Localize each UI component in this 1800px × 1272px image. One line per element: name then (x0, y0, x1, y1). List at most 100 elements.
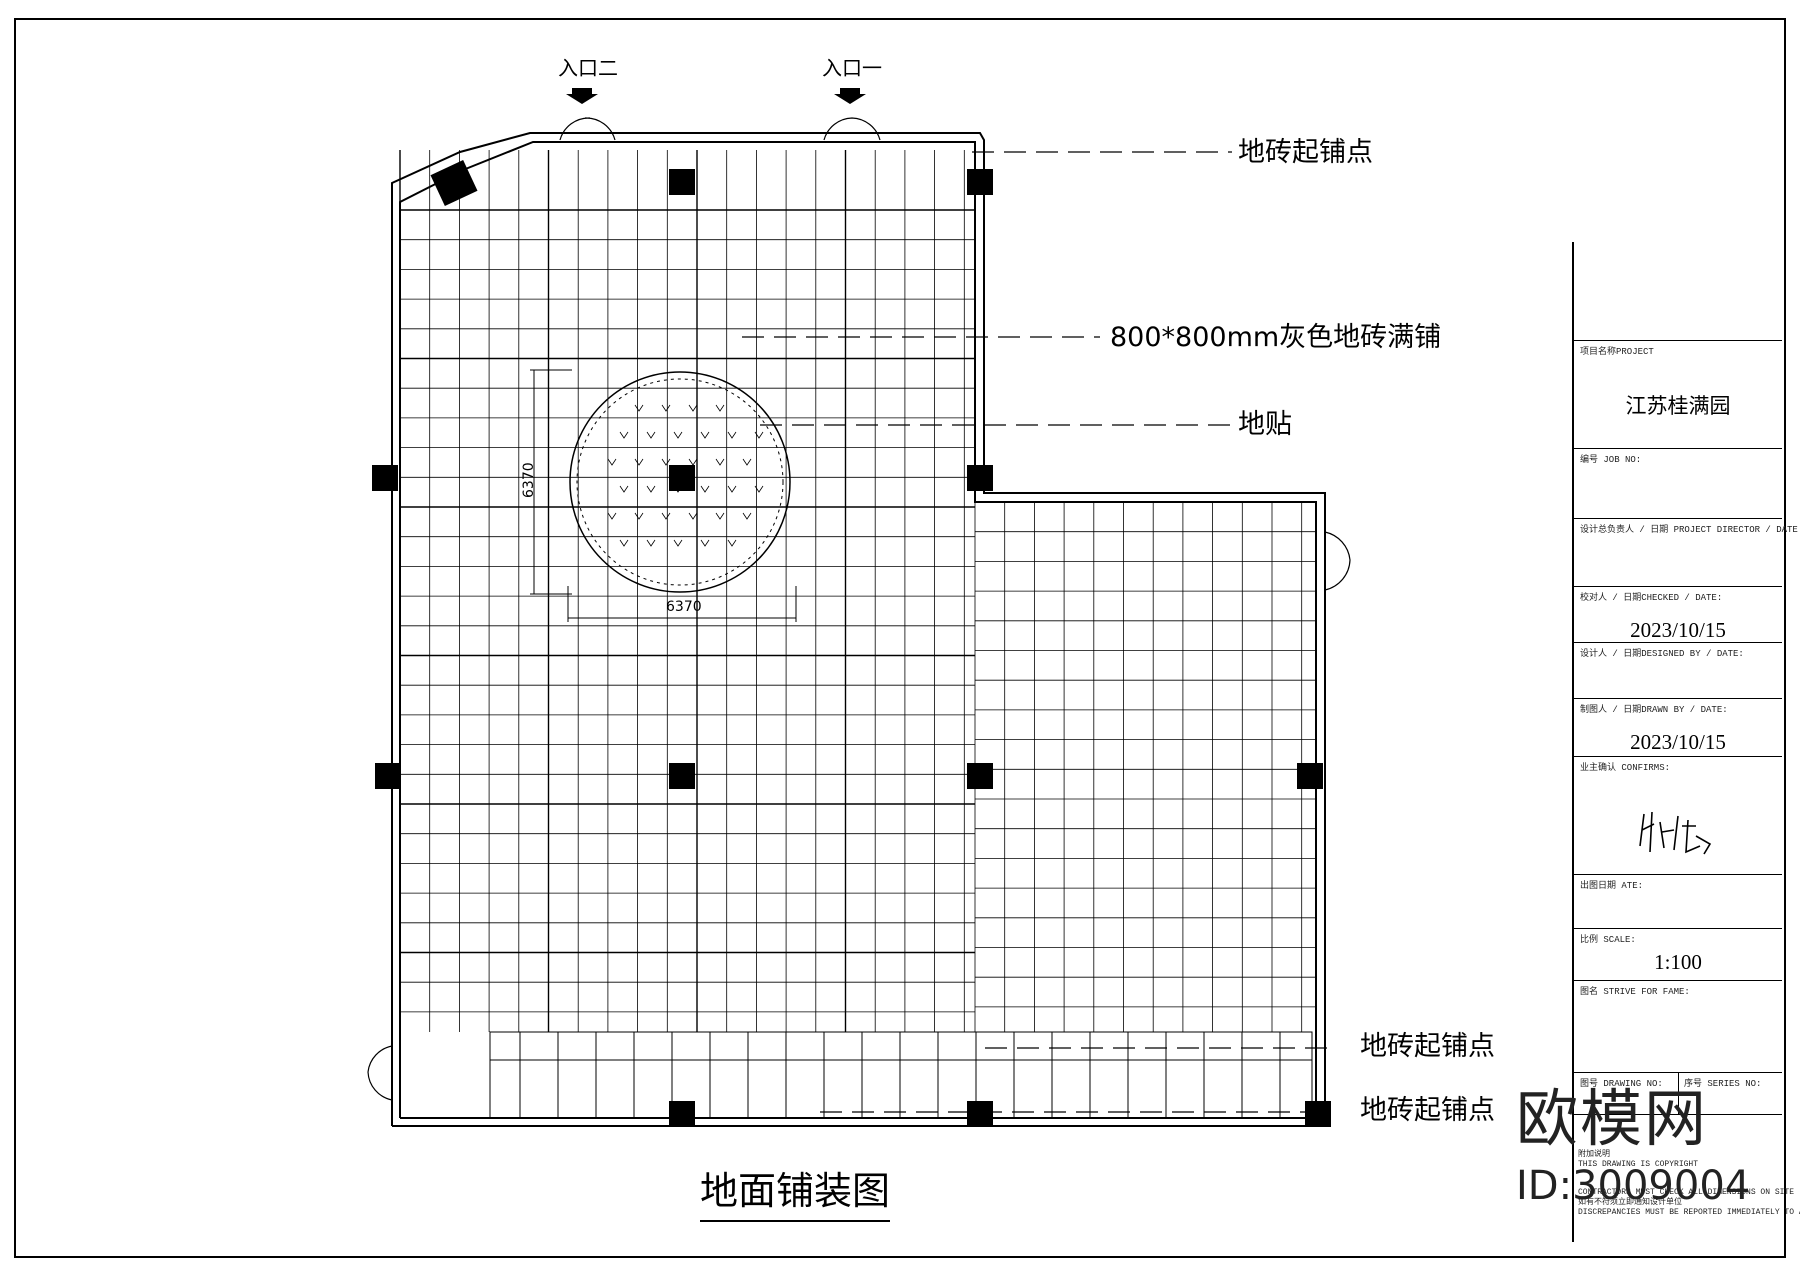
tb-drawing-no-caption: 图号 DRAWING NO: (1580, 1079, 1663, 1089)
tb-drawing-name-caption: 图名 STRIVE FOR FAME: (1580, 987, 1690, 997)
sticker-mark (742, 512, 752, 520)
tb-row-drawn (1574, 698, 1782, 699)
sticker-mark (715, 404, 725, 412)
tb-drawn-date: 2023/10/15 (1630, 730, 1726, 754)
tb-notes-line4: DISCREPANCIES MUST BE REPORTED IMMEDIATE… (1578, 1208, 1800, 1217)
watermark-id: ID:3009004 (1516, 1163, 1751, 1209)
tb-row-director (1574, 518, 1782, 519)
sticker-mark (715, 458, 725, 466)
sticker-mark (688, 512, 698, 520)
sticker-mark (754, 485, 764, 493)
tb-checked-caption: 校对人 / 日期CHECKED / DATE: (1580, 593, 1723, 603)
sticker-mark (688, 404, 698, 412)
column (375, 763, 401, 789)
sticker-mark (715, 512, 725, 520)
tb-row-issue (1574, 874, 1782, 875)
sticker-mark (727, 539, 737, 547)
column (1297, 763, 1323, 789)
column (372, 465, 398, 491)
callout-tile-fill: 800*800mm灰色地砖满铺 (1110, 322, 1442, 353)
sticker-mark (646, 485, 656, 493)
tb-row-job (1574, 448, 1782, 449)
tb-scale-value: 1:100 (1654, 950, 1702, 974)
sticker-mark (742, 458, 752, 466)
sticker-mark (700, 431, 710, 439)
callout-floor-sticker: 地贴 (1238, 409, 1292, 440)
outer-wall (391, 132, 1326, 1127)
inner-wall (399, 141, 1317, 1119)
drawing-title: 地面铺装图 (700, 1172, 891, 1222)
callout-tile-start-bottom-1: 地砖起铺点 (1360, 1031, 1495, 1062)
entrance-2-door (559, 117, 616, 141)
sticker-mark (661, 458, 671, 466)
column (669, 763, 695, 789)
band-frame (489, 1031, 1313, 1119)
callout-leaders (742, 151, 1330, 1113)
sticker-mark (607, 512, 617, 520)
entrance-2-label: 入口二 (558, 56, 618, 80)
tb-notes-caption: 附加说明 (1578, 1150, 1610, 1159)
sticker-mark (619, 539, 629, 547)
sticker-mark (661, 512, 671, 520)
sticker-mark (673, 539, 683, 547)
sticker-mark (700, 539, 710, 547)
entrance-arrows (566, 88, 866, 104)
left-door (367, 1045, 393, 1101)
sticker-inner-ring (576, 378, 784, 586)
corner-unit (430, 159, 478, 207)
tb-series-caption: 序号 SERIES NO: (1684, 1079, 1762, 1089)
dimension-lines (530, 369, 797, 622)
sticker-mark (727, 431, 737, 439)
doors (367, 117, 1351, 1101)
column (669, 465, 695, 491)
sticker-mark (700, 485, 710, 493)
tb-row-checked (1574, 586, 1782, 587)
entrance-1-label: 入口一 (822, 56, 882, 80)
tb-row-confirm (1574, 756, 1782, 757)
tb-row-notes (1574, 1114, 1782, 1115)
sticker-mark (646, 539, 656, 547)
sticker-mark (634, 512, 644, 520)
owner-signature (1639, 811, 1712, 855)
sticker-mark (661, 404, 671, 412)
tb-notes-line3: 如有不符须立即通知设计单位 (1578, 1198, 1682, 1207)
tb-notes-line2: CONTRACTORS MUST CHECK ALL DIMENSIONS ON… (1578, 1188, 1795, 1197)
sticker-mark (619, 431, 629, 439)
entrance-1-door (823, 117, 881, 141)
column (967, 763, 993, 789)
entrance-2-arrow (566, 88, 598, 104)
drawing-border (14, 18, 1786, 1258)
tb-designed-caption: 设计人 / 日期DESIGNED BY / DATE: (1580, 649, 1744, 659)
column (669, 169, 695, 195)
title-block: 项目名称PROJECT 江苏桂满园 编号 JOB NO: 设计总负责人 / 日期… (1572, 242, 1800, 1242)
tb-issue-caption: 出图日期 ATE: (1580, 881, 1644, 891)
sticker-mark (607, 458, 617, 466)
tb-project-caption: 项目名称PROJECT (1580, 347, 1654, 357)
structural-columns (372, 169, 1331, 1127)
tb-job-caption: 编号 JOB NO: (1580, 455, 1642, 465)
sticker-mark (754, 431, 764, 439)
tb-row-name (1574, 980, 1782, 981)
column (967, 465, 993, 491)
sticker-mark (634, 458, 644, 466)
callout-tile-start-top: 地砖起铺点 (1238, 137, 1373, 168)
floor-sticker-circle (569, 371, 791, 593)
watermark-logo: 欧模网 (1516, 1082, 1709, 1155)
sticker-mark (673, 431, 683, 439)
plan-walls (391, 132, 1326, 1127)
sticker-mark (619, 485, 629, 493)
column (669, 1101, 695, 1127)
column (967, 1101, 993, 1127)
tb-drawn-caption: 制图人 / 日期DRAWN BY / DATE: (1580, 705, 1728, 715)
tb-row-scale (1574, 928, 1782, 929)
sticker-mark (688, 458, 698, 466)
entrance-1-arrow (834, 88, 866, 104)
tb-scale-caption: 比例 SCALE: (1580, 935, 1636, 945)
right-door (1324, 531, 1351, 591)
column (1305, 1101, 1331, 1127)
tb-row-designed (1574, 642, 1782, 643)
tb-row-project (1574, 340, 1782, 341)
sticker-mark (727, 485, 737, 493)
sticker-outer-ring (569, 371, 791, 593)
